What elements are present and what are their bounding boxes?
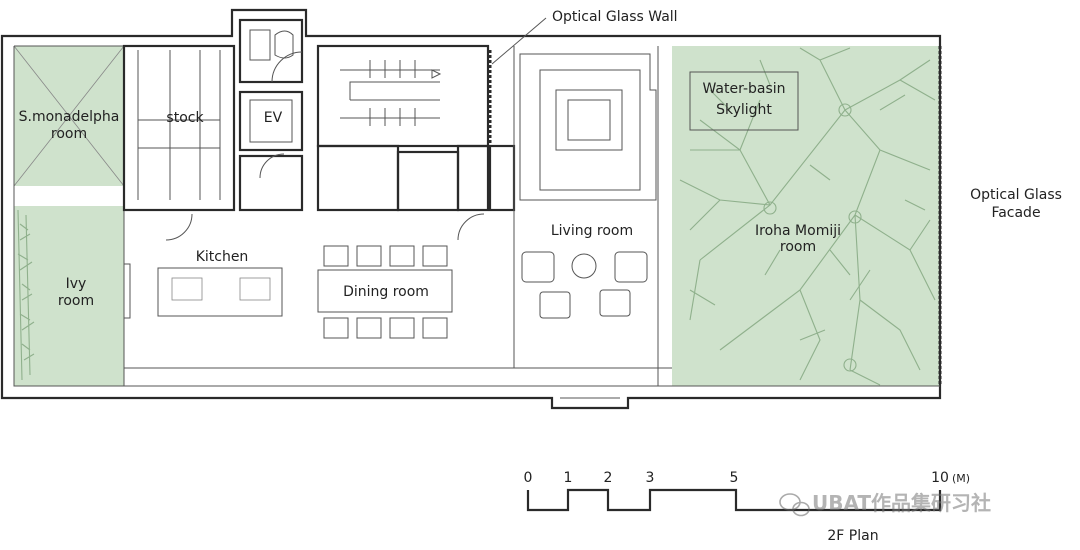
label-iroha-1: Iroha Momiji — [755, 223, 841, 239]
label-water-basin-1: Water-basin — [702, 81, 785, 97]
callout-glass-facade-2: Facade — [991, 205, 1040, 221]
label-dining: Dining room — [343, 284, 429, 300]
water-basin-skylight — [689, 71, 799, 131]
watermark: UBAT作品集研习社 — [779, 491, 991, 517]
optical-glass-wall — [488, 46, 942, 386]
living-room-furniture — [513, 46, 659, 386]
wechat-icon — [779, 493, 810, 517]
watermark-text: UBAT作品集研习社 — [812, 491, 991, 515]
label-kitchen: Kitchen — [196, 249, 249, 265]
scale-unit: (M) — [952, 472, 970, 485]
maple-tree-icon — [679, 47, 936, 386]
label-ev: EV — [264, 110, 283, 126]
ivy-garden — [14, 206, 124, 386]
scale-tick-2: 2 — [604, 470, 613, 486]
scale-tick-0: 0 — [524, 470, 533, 486]
plan-title: 2F Plan — [827, 528, 878, 544]
ivy-plant-icon — [17, 209, 35, 381]
label-stock: stock — [166, 110, 204, 126]
callout-glass-facade-1: Optical Glass — [970, 187, 1062, 203]
label-living: Living room — [551, 223, 633, 239]
label-ivy-2: room — [58, 293, 94, 309]
scale-tick-5: 5 — [730, 470, 739, 486]
garden-areas — [14, 46, 940, 386]
stair-treads — [340, 60, 442, 126]
label-s-monadelpha-2: room — [51, 126, 87, 142]
scale-tick-10: 10 — [931, 470, 949, 486]
core-walls — [122, 18, 516, 241]
callouts: Optical Glass Wall Optical Glass Facade — [491, 9, 1062, 221]
scale-tick-1: 1 — [564, 470, 573, 486]
iroha-momiji-garden — [672, 46, 940, 386]
label-s-monadelpha-1: S.monadelpha — [19, 109, 120, 125]
label-water-basin-2: Skylight — [716, 102, 772, 118]
label-ivy-1: Ivy — [66, 276, 87, 292]
callout-glass-wall: Optical Glass Wall — [552, 9, 678, 25]
room-labels: S.monadelpha room stock EV Kitchen Dinin… — [19, 81, 841, 309]
dining-table — [317, 245, 453, 339]
scale-bar: 0 1 2 3 5 10 (M) 2F Plan — [524, 470, 971, 544]
skylight-cross — [13, 45, 125, 187]
kitchen-counter — [123, 263, 283, 319]
label-iroha-2: room — [780, 239, 816, 255]
scale-tick-3: 3 — [646, 470, 655, 486]
